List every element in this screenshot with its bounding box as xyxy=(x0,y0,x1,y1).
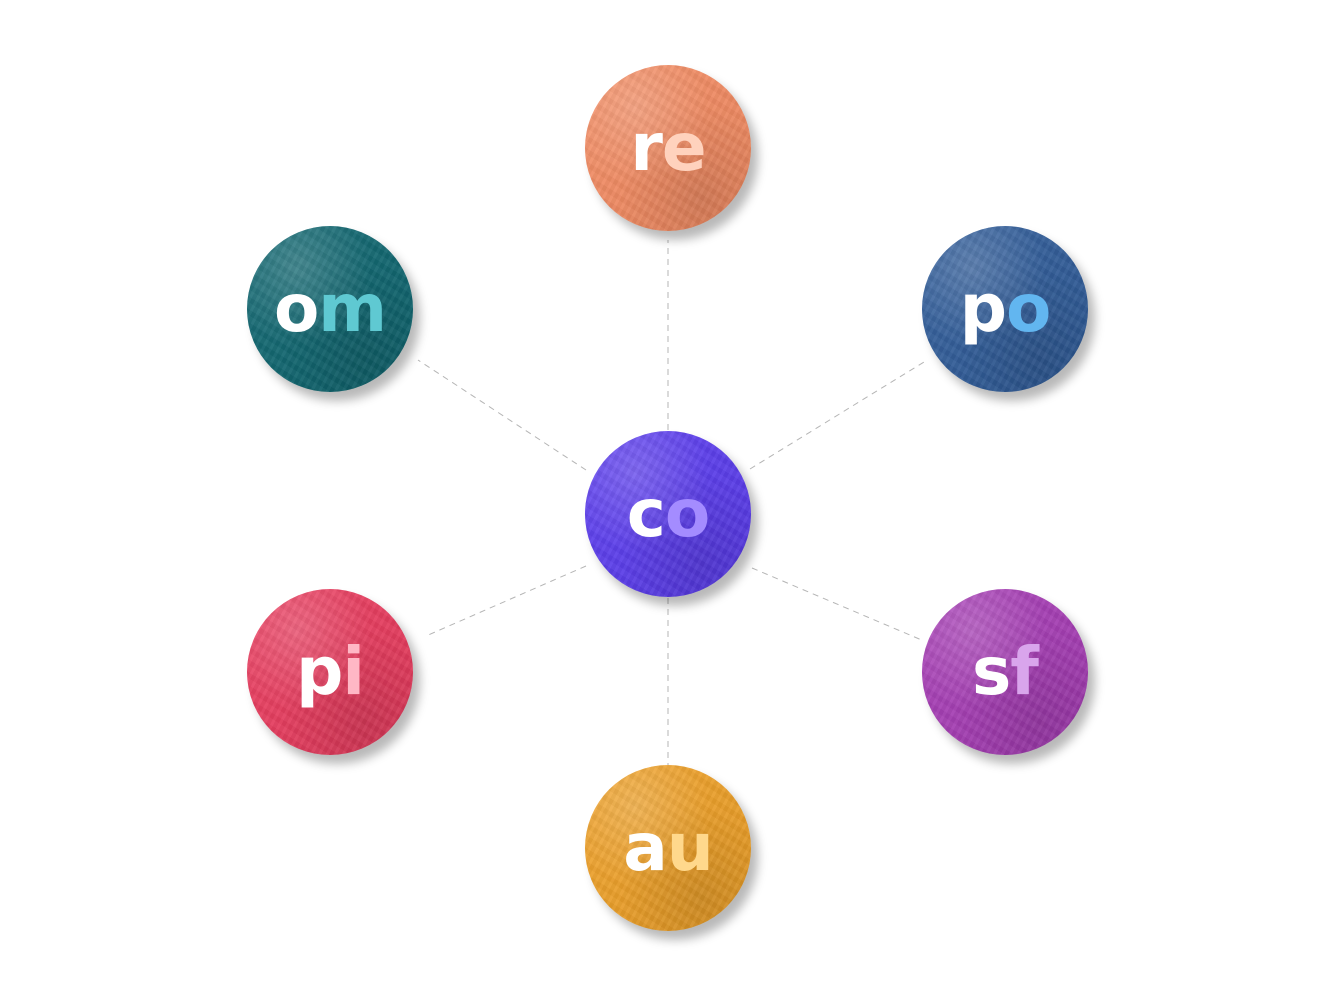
node-au-label: au xyxy=(623,809,714,886)
node-om: om xyxy=(247,226,413,392)
node-co: co xyxy=(585,431,751,597)
connector-co-po xyxy=(749,361,925,470)
node-po-label: po xyxy=(959,270,1052,347)
connector-co-om xyxy=(417,359,587,471)
node-pi: pi xyxy=(247,589,413,755)
node-au: au xyxy=(585,765,751,931)
connector-co-sf xyxy=(751,567,925,642)
connector-co-pi xyxy=(425,565,587,637)
node-co-label: co xyxy=(626,475,710,552)
node-re: re xyxy=(585,65,751,231)
node-om-label: om xyxy=(273,270,387,347)
node-re-label: re xyxy=(630,109,706,186)
node-sf-label: sf xyxy=(971,633,1039,710)
node-pi-label: pi xyxy=(296,633,365,710)
node-sf: sf xyxy=(922,589,1088,755)
node-po: po xyxy=(922,226,1088,392)
